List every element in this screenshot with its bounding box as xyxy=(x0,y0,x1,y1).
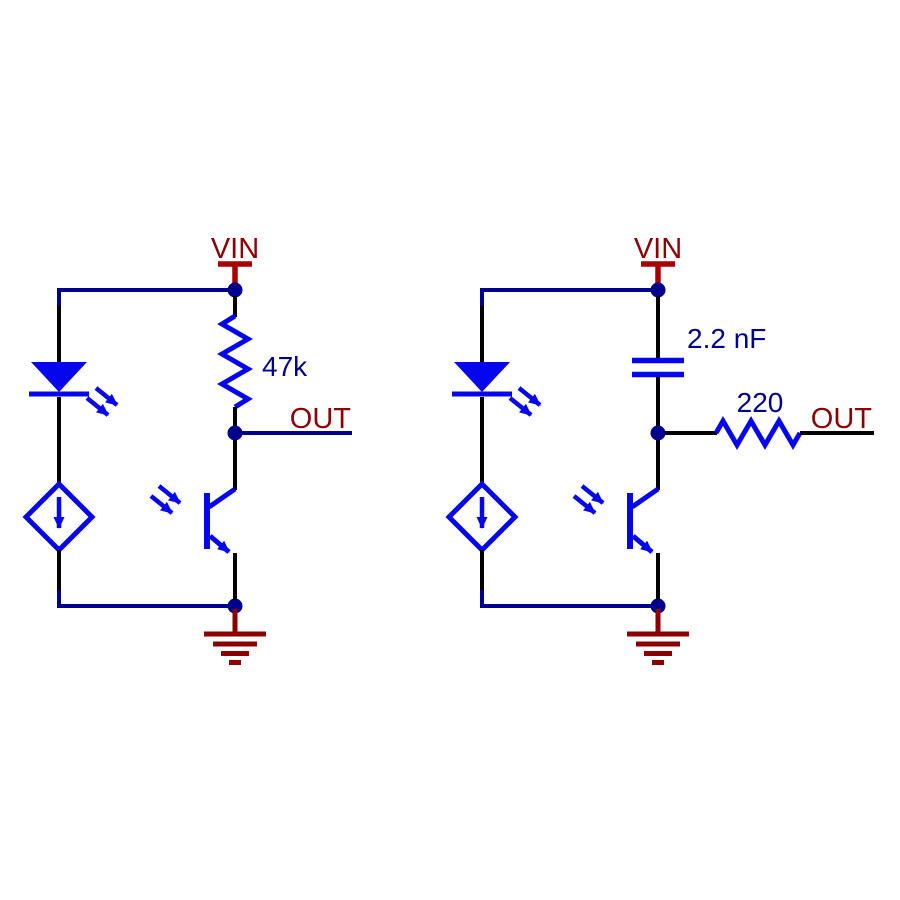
junction-dot xyxy=(227,425,243,441)
resistor-icon xyxy=(216,313,254,410)
ground-icon xyxy=(627,609,689,665)
top-rail-wire xyxy=(57,288,235,308)
bottom-rail-wire xyxy=(480,590,658,608)
vin-label: VIN xyxy=(211,233,259,265)
light-input-arrow-icon xyxy=(572,494,597,515)
junction-dot xyxy=(650,598,666,614)
light-input-arrow-icon xyxy=(157,484,182,505)
ground-icon xyxy=(204,609,266,665)
light-emission-arrow-icon xyxy=(85,396,110,417)
junction-dot xyxy=(227,598,243,614)
junction-dot xyxy=(227,282,243,298)
circuit-right: VIN xyxy=(445,233,874,665)
current-source-icon xyxy=(445,480,519,554)
out-label: OUT xyxy=(811,403,873,435)
led-icon xyxy=(29,362,119,417)
circuit-left: VIN xyxy=(22,233,352,665)
capacitor-icon xyxy=(632,357,684,378)
top-rail-wire xyxy=(480,288,658,308)
phototransistor-icon xyxy=(149,484,237,554)
current-source-icon xyxy=(22,480,96,554)
junction-dot xyxy=(650,425,666,441)
led-icon xyxy=(452,362,542,417)
light-emission-arrow-icon xyxy=(94,386,119,407)
junction-dot xyxy=(650,282,666,298)
light-input-arrow-icon xyxy=(580,484,605,505)
light-input-arrow-icon xyxy=(149,494,174,515)
resistor-value-label: 220 xyxy=(737,387,784,418)
capacitor-value-label: 2.2 nF xyxy=(687,323,766,354)
out-label: OUT xyxy=(290,403,352,435)
light-emission-arrow-icon xyxy=(508,396,533,417)
vin-label: VIN xyxy=(634,233,682,265)
phototransistor-icon xyxy=(572,484,660,554)
resistor-icon xyxy=(713,416,803,450)
light-emission-arrow-icon xyxy=(517,386,542,407)
bottom-rail-wire xyxy=(57,590,235,608)
resistor-value-label: 47k xyxy=(262,351,308,382)
